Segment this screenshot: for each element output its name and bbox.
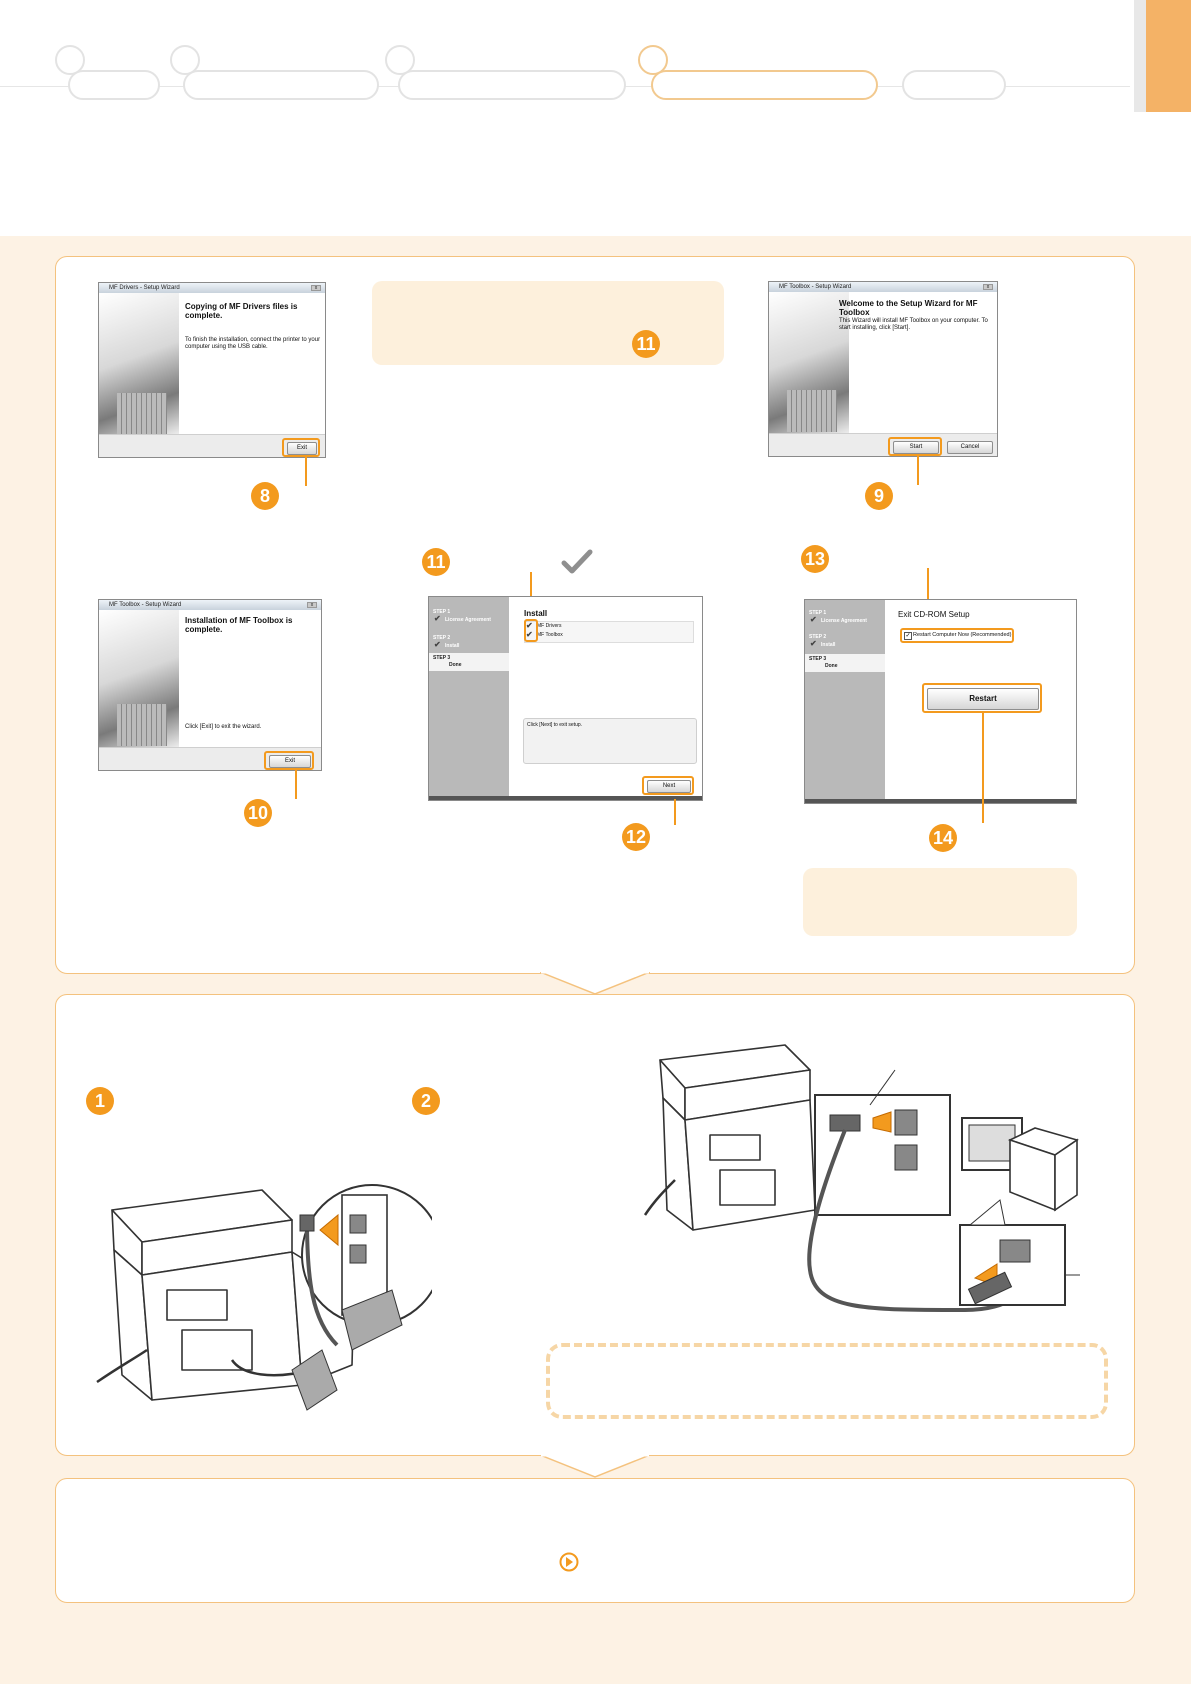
next-step-panel bbox=[55, 1478, 1135, 1603]
leader-line-12 bbox=[674, 799, 676, 825]
leader-line-8 bbox=[305, 456, 307, 486]
step-1-item: License Agreement bbox=[445, 617, 491, 623]
step-number-c2: 2 bbox=[412, 1087, 440, 1115]
dialog-title: MF Toolbox - Setup Wizard bbox=[109, 602, 181, 608]
close-icon[interactable]: x bbox=[983, 284, 993, 290]
dialog-title: MF Toolbox - Setup Wizard bbox=[779, 284, 851, 290]
dialog-heading: Installation of MF Toolbox is complete. bbox=[185, 616, 319, 634]
dialog-body: This Wizard will install MF Toolbox on y… bbox=[839, 318, 989, 332]
mf-toolbox-welcome-dialog: MF Toolbox - Setup Wizard x Welcome to th… bbox=[768, 281, 998, 457]
side-tab[interactable] bbox=[1146, 0, 1191, 112]
mf-drivers-complete-dialog: MF Drivers - Setup Wizard x Copying of MF… bbox=[98, 282, 326, 458]
note-box-restart bbox=[803, 868, 1077, 936]
dialog-title: MF Drivers - Setup Wizard bbox=[109, 285, 180, 291]
note-box-dashed bbox=[546, 1343, 1108, 1419]
header-band bbox=[0, 0, 1191, 236]
leader-line-14 bbox=[982, 713, 984, 823]
steps-sidebar: STEP 1 ✔ License Agreement STEP 2 ✔ Inst… bbox=[805, 600, 885, 803]
mf-toolbox-complete-dialog: MF Toolbox - Setup Wizard x Installation … bbox=[98, 599, 322, 771]
step-number-10: 10 bbox=[244, 799, 272, 827]
close-icon[interactable]: x bbox=[307, 602, 317, 608]
window-bottom-bar bbox=[429, 796, 702, 800]
install-heading: Install bbox=[524, 609, 547, 618]
step-number-c1: 1 bbox=[86, 1087, 114, 1115]
close-icon[interactable]: x bbox=[311, 285, 321, 291]
step-3-item: Done bbox=[825, 663, 838, 669]
step-number-13: 13 bbox=[801, 545, 829, 573]
check-icon bbox=[561, 548, 593, 576]
step-number-11: 11 bbox=[422, 548, 450, 576]
cube-graphic bbox=[117, 393, 167, 435]
step-number-8: 8 bbox=[251, 482, 279, 510]
step-number-14: 14 bbox=[929, 824, 957, 852]
dialog-body: To finish the installation, connect the … bbox=[185, 337, 323, 351]
usb-connection-illustration bbox=[625, 1040, 1080, 1320]
restart-button-highlight bbox=[922, 683, 1042, 713]
step-2-item: Install bbox=[821, 642, 835, 648]
side-tab-shadow bbox=[1134, 0, 1146, 112]
step-1-item: License Agreement bbox=[821, 618, 867, 624]
tab-1[interactable] bbox=[68, 70, 160, 100]
exit-setup-window: STEP 1 ✔ License Agreement STEP 2 ✔ Inst… bbox=[804, 599, 1077, 804]
tab-3[interactable] bbox=[398, 70, 626, 100]
dialog-heading: Copying of MF Drivers files is complete. bbox=[185, 302, 315, 320]
step-number-9: 9 bbox=[865, 482, 893, 510]
check-icon: ✔ bbox=[810, 639, 817, 648]
leader-line-9 bbox=[917, 455, 919, 485]
exit-setup-heading: Exit CD-ROM Setup bbox=[898, 610, 970, 619]
step-3-label: STEP 3 bbox=[809, 656, 826, 662]
step-number-11-note: 11 bbox=[632, 330, 660, 358]
window-bottom-bar bbox=[805, 799, 1076, 803]
printer-cable-holder-illustration bbox=[92, 1160, 432, 1420]
check-icon: ✔ bbox=[434, 614, 441, 623]
tab-5[interactable] bbox=[902, 70, 1006, 100]
step-3-label: STEP 3 bbox=[433, 655, 450, 661]
step-3-item: Done bbox=[449, 662, 462, 668]
check-icon: ✔ bbox=[434, 640, 441, 649]
step-2-item: Install bbox=[445, 643, 459, 649]
dialog-heading: Welcome to the Setup Wizard for MF Toolb… bbox=[839, 299, 989, 317]
note-box-top bbox=[372, 281, 724, 365]
next-button-highlight bbox=[642, 776, 694, 795]
install-item-drivers: MF Drivers bbox=[537, 623, 561, 630]
checkmarks-highlight bbox=[524, 619, 538, 642]
checkbox-highlight bbox=[900, 628, 1014, 643]
cube-graphic bbox=[787, 390, 837, 432]
exit-button-highlight bbox=[282, 438, 320, 457]
start-button-highlight bbox=[888, 437, 942, 456]
panel-connector-arrow bbox=[540, 1455, 650, 1479]
cancel-button[interactable]: Cancel bbox=[947, 441, 993, 454]
panel-connector-arrow bbox=[540, 972, 650, 996]
install-item-toolbox: MF Toolbox bbox=[537, 632, 563, 639]
circle-arrow-icon[interactable] bbox=[559, 1552, 579, 1572]
dialog-body: Click [Exit] to exit the wizard. bbox=[185, 724, 319, 731]
step-number-12: 12 bbox=[622, 823, 650, 851]
install-message: Click [Next] to exit setup. bbox=[527, 722, 582, 729]
cube-graphic bbox=[117, 704, 167, 746]
install-window: STEP 1 ✔ License Agreement STEP 2 ✔ Inst… bbox=[428, 596, 703, 801]
exit-button-highlight bbox=[264, 751, 314, 770]
tab-4-active[interactable] bbox=[651, 70, 878, 100]
check-icon: ✔ bbox=[810, 615, 817, 624]
leader-line-10 bbox=[295, 769, 297, 799]
steps-sidebar: STEP 1 ✔ License Agreement STEP 2 ✔ Inst… bbox=[429, 597, 509, 800]
tab-2[interactable] bbox=[183, 70, 379, 100]
